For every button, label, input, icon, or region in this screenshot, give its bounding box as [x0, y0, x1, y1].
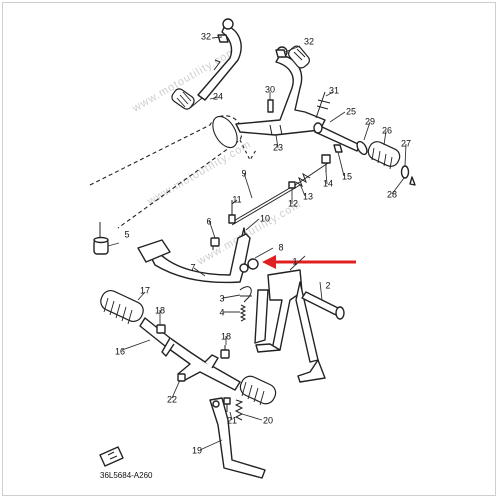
callout-5[interactable]: 5	[124, 229, 129, 239]
callout-1[interactable]: 1	[292, 256, 297, 266]
callout-16[interactable]: 16	[115, 346, 125, 356]
part-26-footrest-rubber[interactable]	[366, 139, 403, 170]
part-16-footrest-bar[interactable]	[139, 317, 241, 391]
callout-18-upper[interactable]: 18	[155, 305, 165, 315]
callout-27[interactable]: 27	[401, 138, 411, 148]
leader-lines	[107, 36, 407, 451]
callout-12[interactable]: 12	[288, 198, 298, 208]
part-1-main-stand[interactable]	[254, 269, 326, 383]
muffler-outline	[89, 115, 257, 240]
part-18-bolt-lower[interactable]	[220, 345, 230, 359]
part-25-shaft[interactable]	[313, 122, 361, 152]
callout-24[interactable]: 24	[213, 91, 223, 101]
diagram-frame	[2, 2, 496, 496]
part-21-bolt[interactable]	[223, 397, 231, 412]
diagram-code: 36L5684-A260	[100, 471, 153, 480]
callout-30[interactable]: 30	[265, 84, 275, 94]
callout-10[interactable]: 10	[260, 213, 270, 223]
callout-22[interactable]: 22	[167, 394, 177, 404]
callout-26[interactable]: 26	[382, 125, 392, 135]
footrest-rubber-lower-right[interactable]	[237, 373, 278, 406]
part-8-spring-bushing[interactable]	[239, 258, 259, 273]
callout-29[interactable]: 29	[365, 116, 375, 126]
callout-14[interactable]: 14	[323, 178, 333, 188]
part-32-nut-right[interactable]	[275, 49, 287, 58]
callout-17[interactable]: 17	[140, 285, 150, 295]
part-3-stand-hook[interactable]	[239, 286, 252, 303]
callout-11[interactable]: 11	[232, 194, 241, 204]
part-19-side-stand[interactable]	[209, 397, 266, 479]
callout-31[interactable]: 31	[329, 85, 339, 95]
part-15-nut[interactable]	[333, 144, 343, 153]
callout-13[interactable]: 13	[303, 191, 313, 201]
part-2-pivot-shaft[interactable]	[301, 291, 345, 320]
part-27-washer[interactable]	[400, 165, 410, 179]
part-18-bolt-upper[interactable]	[156, 324, 166, 334]
part-5-bushing[interactable]	[93, 236, 109, 255]
watermark-text-3: www.motoutility.com	[195, 198, 304, 268]
callout-3[interactable]: 3	[219, 293, 224, 303]
part-29-washer[interactable]	[355, 140, 369, 156]
part-7-brake-pedal[interactable]	[137, 233, 251, 284]
part-13-spring[interactable]	[295, 172, 311, 188]
callout-21[interactable]: 21	[227, 415, 237, 425]
callout-4[interactable]: 4	[219, 307, 224, 317]
callout-8[interactable]: 8	[278, 242, 283, 252]
part-22-bolt[interactable]	[177, 373, 186, 382]
highlight-arrow	[262, 255, 356, 269]
callout-28[interactable]: 28	[387, 189, 397, 199]
callout-6[interactable]: 6	[206, 216, 211, 226]
manual-reference-icon	[99, 446, 124, 467]
callout-19[interactable]: 19	[192, 445, 202, 455]
callout-32-right[interactable]: 32	[304, 36, 314, 46]
part-14-joint[interactable]	[321, 154, 331, 172]
part-28-cotter-pin[interactable]	[409, 176, 416, 186]
part-20-side-stand-spring[interactable]	[234, 399, 244, 421]
callout-20[interactable]: 20	[263, 415, 273, 425]
part-30-pin[interactable]	[267, 99, 274, 113]
part-12-adjust-nut[interactable]	[288, 181, 296, 189]
part-23-brake-arm[interactable]	[235, 44, 326, 136]
callout-32-left[interactable]: 32	[201, 31, 211, 41]
callout-15[interactable]: 15	[342, 171, 352, 181]
callout-labels: 1 2 3 4 5 6 7 8 9 10 11 12 13 14 15 16 1…	[115, 31, 411, 455]
part-31-spring[interactable]	[315, 91, 331, 119]
part-24-shift-lever[interactable]	[170, 18, 242, 111]
callout-7[interactable]: 7	[190, 262, 195, 272]
callout-18-lower[interactable]: 18	[221, 331, 231, 341]
part-32-nut-left[interactable]	[217, 34, 229, 43]
callout-9[interactable]: 9	[241, 168, 246, 178]
part-17-footrest-rubber[interactable]	[98, 288, 146, 325]
part-4-stand-spring[interactable]	[239, 304, 247, 322]
callout-23[interactable]: 23	[273, 142, 283, 152]
callout-25[interactable]: 25	[346, 106, 356, 116]
callout-2[interactable]: 2	[325, 280, 330, 290]
